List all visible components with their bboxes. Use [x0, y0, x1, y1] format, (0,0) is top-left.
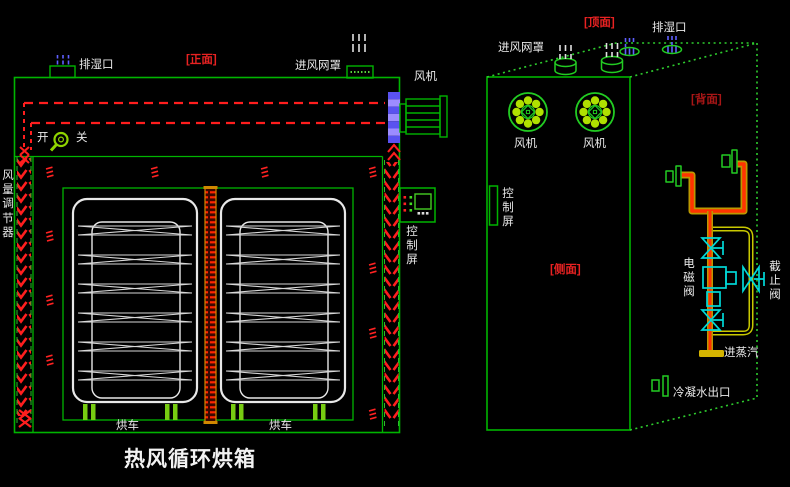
- inlet-cover-icon: [554, 55, 624, 76]
- fan-grille-icon: [388, 92, 400, 143]
- airflow-arrow-icon: [19, 146, 30, 164]
- solenoid-body-icon: [702, 266, 727, 289]
- label-front-view-tag: [正面]: [186, 54, 217, 66]
- heater-strip-icon: [204, 187, 217, 423]
- fan-motor-icon: [399, 95, 448, 138]
- steam-header-pipe: [681, 162, 746, 213]
- control-panel-icon: [488, 185, 499, 226]
- control-panel-icon: [399, 187, 436, 223]
- label-cart-b: 烘车: [269, 420, 292, 432]
- air-dashes-icon: [559, 43, 619, 59]
- label-inlet-top: 进风网罩: [498, 42, 544, 54]
- label-back-view-tag: [背面]: [691, 94, 722, 106]
- flange-icon: [699, 350, 724, 357]
- moisture-dashes-icon: [56, 55, 70, 65]
- steam-piping: [665, 149, 754, 357]
- page-title: 热风循环烘箱: [124, 448, 256, 471]
- condensate-nozzle-icon: [651, 375, 669, 397]
- label-condensate: 冷凝水出口: [673, 387, 731, 399]
- label-stop-valve: 截止阀: [769, 261, 781, 302]
- exhaust-oval-icon: [619, 44, 683, 57]
- airflow-arrow-icon: [387, 143, 401, 161]
- nozzle-icon: [665, 149, 738, 187]
- label-inlet-front: 进风网罩: [295, 60, 341, 72]
- label-switch-on: 开: [37, 132, 49, 144]
- label-fan-a: 风机: [514, 138, 537, 150]
- side-view-group: [486, 36, 765, 431]
- label-damper: 风量调节器: [2, 170, 14, 239]
- label-fan-b: 风机: [583, 138, 606, 150]
- solenoid-valve-icon: [700, 237, 722, 259]
- airflow-arrow-icon: [18, 409, 32, 428]
- label-control-front: 控制屏: [406, 226, 418, 267]
- moisture-dashes-icon: [624, 36, 677, 55]
- label-exhaust-front: 排湿口: [79, 59, 114, 71]
- label-steam-in: 进蒸汽: [724, 347, 759, 359]
- label-solenoid-valve: 电磁阀: [683, 258, 695, 299]
- inlet-mesh-icon: [346, 65, 374, 79]
- label-switch-off: 关: [76, 132, 88, 144]
- damper-column-right-icon: [384, 162, 399, 420]
- label-side-view-tag: [侧面]: [550, 264, 581, 276]
- bypass-pipe: [710, 228, 752, 334]
- cabinet-outline: [13, 76, 401, 434]
- damper-column-left-icon: [17, 158, 31, 416]
- hidden-edges-dotted: [486, 42, 758, 431]
- valves-group: [700, 237, 765, 331]
- airflow-dashed-lines: [19, 101, 385, 164]
- label-top-view-tag: [顶面]: [584, 17, 615, 29]
- label-control-side: 控制屏: [502, 188, 514, 229]
- label-cart-a: 烘车: [116, 420, 139, 432]
- air-dashes-icon: [352, 34, 366, 52]
- solenoid-valve-icon: [700, 309, 722, 331]
- side-face-outline: [486, 76, 631, 431]
- label-exhaust-top: 排湿口: [652, 22, 687, 34]
- label-fan-front: 风机: [414, 71, 437, 83]
- exhaust-vent-icon: [49, 65, 76, 79]
- front-view-group: [13, 34, 448, 434]
- switch-icon: [49, 131, 69, 152]
